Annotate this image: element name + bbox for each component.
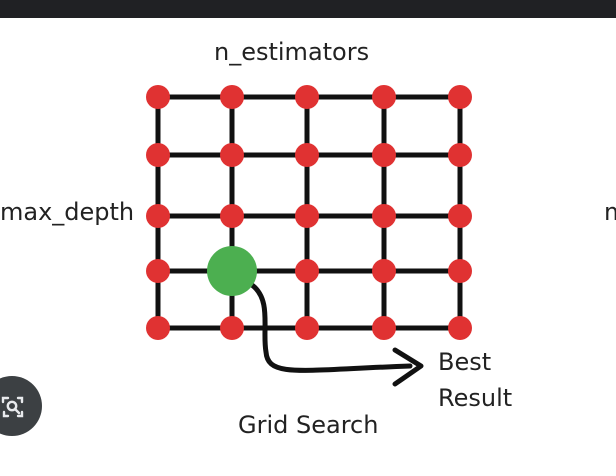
top-bar (0, 0, 616, 18)
y-axis-title: max_depth (0, 198, 135, 226)
image-search-lens-icon (1, 396, 24, 418)
grid-node (448, 143, 472, 167)
grid-node (372, 143, 396, 167)
grid-node (220, 85, 244, 109)
grid-node (146, 143, 170, 167)
grid-node (372, 204, 396, 228)
grid-nodes (146, 85, 472, 340)
grid-node (220, 204, 244, 228)
grid-node (220, 316, 244, 340)
grid-node (295, 85, 319, 109)
arrow-head (392, 347, 424, 387)
best-result-label-line1: Best (438, 348, 492, 376)
grid-node (295, 143, 319, 167)
grid-node (448, 259, 472, 283)
grid-node (295, 204, 319, 228)
grid-node (448, 85, 472, 109)
best-node (207, 246, 257, 296)
x-axis-title: n_estimators (214, 38, 370, 66)
grid-node (372, 85, 396, 109)
grid-node (146, 316, 170, 340)
best-result-label-line2: Result (438, 384, 513, 412)
grid-node (146, 204, 170, 228)
grid-node (295, 316, 319, 340)
grid-node (146, 85, 170, 109)
diagram-caption: Grid Search (238, 411, 379, 439)
grid-node (448, 204, 472, 228)
grid-node (372, 316, 396, 340)
right-label-fragment: m (604, 198, 616, 226)
best-result-arrow (249, 282, 413, 373)
grid-node (295, 259, 319, 283)
grid-node (372, 259, 396, 283)
grid-node (448, 316, 472, 340)
grid-node (146, 259, 170, 283)
grid-node (220, 143, 244, 167)
